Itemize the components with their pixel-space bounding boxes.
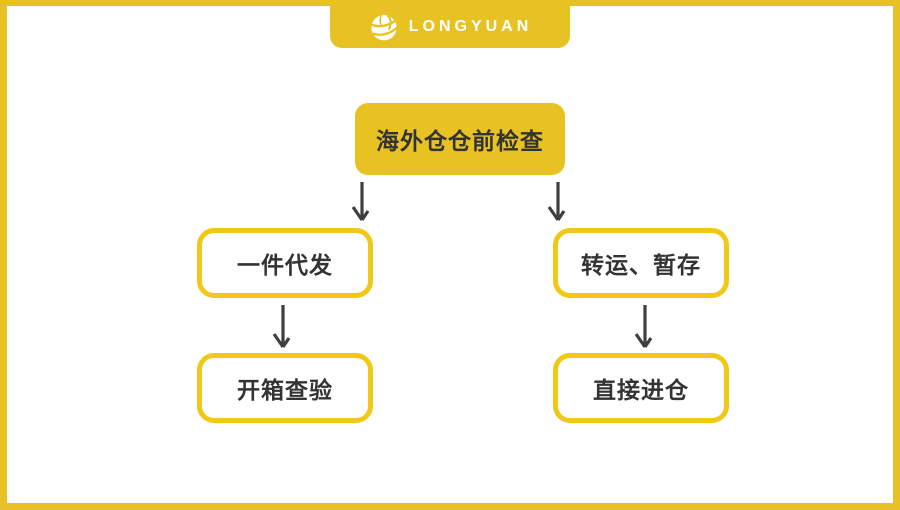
- flow-node-root: 海外仓仓前检查: [355, 103, 565, 175]
- brand-header-tab: LONGYUAN: [330, 6, 570, 48]
- flow-node-label: 开箱查验: [237, 377, 333, 403]
- flow-node-transfer-storage: 转运、暂存: [553, 228, 729, 298]
- flow-node-label: 直接进仓: [593, 377, 689, 403]
- arrow-mid-left-to-bottom-left: [272, 305, 291, 348]
- flow-node-root-label: 海外仓仓前检查: [376, 128, 544, 154]
- globe-swirl-icon: [369, 13, 399, 40]
- arrow-root-to-mid-left: [351, 182, 370, 221]
- flow-node-dropshipping: 一件代发: [197, 228, 373, 298]
- flow-node-label: 转运、暂存: [581, 252, 701, 278]
- flow-arrows: [272, 182, 653, 348]
- flow-node-direct-warehousing: 直接进仓: [553, 353, 729, 423]
- flow-node-label: 一件代发: [237, 252, 333, 278]
- brand-logo-text: LONGYUAN: [408, 18, 533, 35]
- flow-node-unbox-inspection: 开箱查验: [197, 353, 373, 423]
- arrow-root-to-mid-right: [547, 182, 566, 221]
- arrow-mid-right-to-bottom-right: [634, 305, 653, 348]
